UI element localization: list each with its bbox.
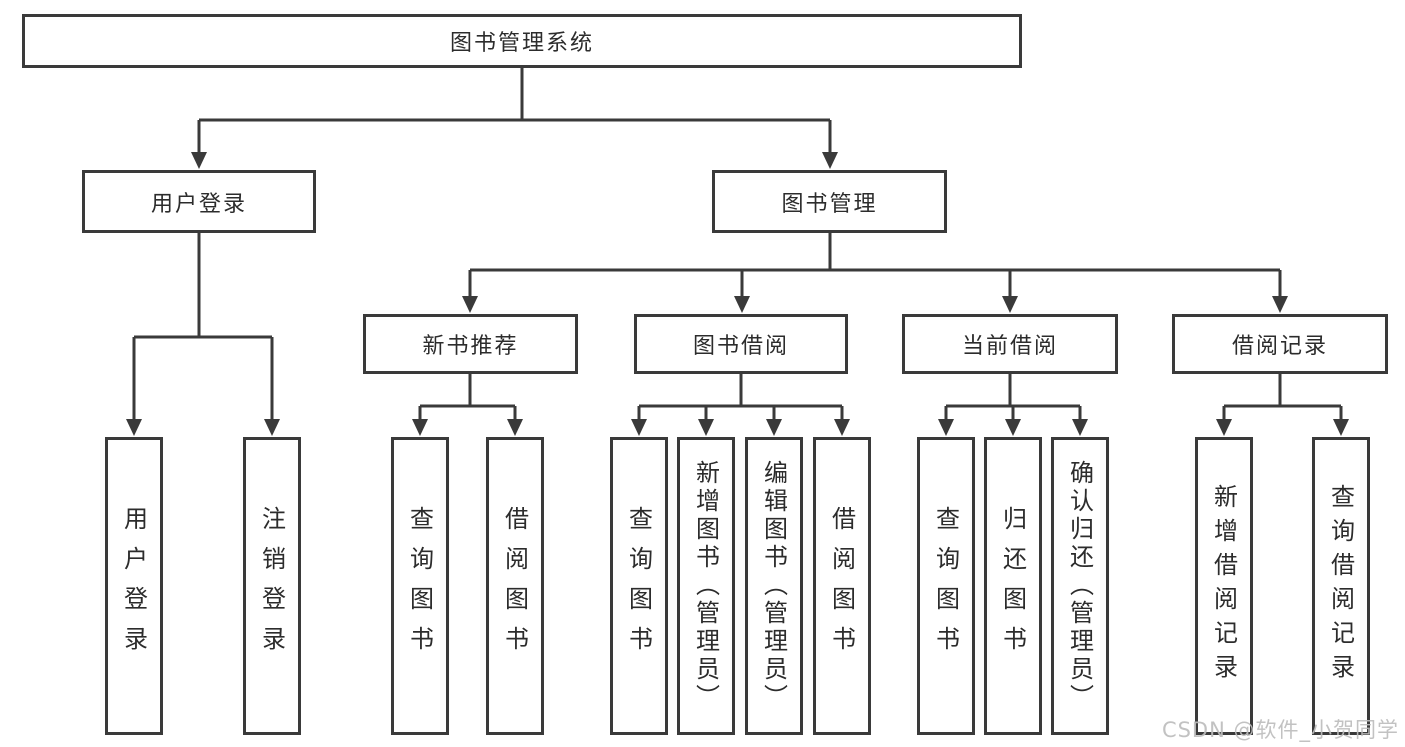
leaf-borrow-query: 查询图书	[610, 437, 668, 735]
leaf-label: 归还图书	[998, 506, 1027, 666]
leaf-borrow-edit-admin: 编辑图书（管理员）	[745, 437, 803, 735]
node-book-management: 图书管理	[712, 170, 947, 233]
leaf-label: 新增借阅记录	[1209, 484, 1238, 688]
node-current-borrow: 当前借阅	[902, 314, 1118, 374]
leaf-borrow-book: 借阅图书	[813, 437, 871, 735]
node-user-login: 用户登录	[82, 170, 316, 233]
node-label: 图书管理系统	[449, 31, 594, 56]
node-label: 借阅记录	[1231, 334, 1328, 359]
leaf-new-books-borrow: 借阅图书	[486, 437, 544, 735]
node-book-borrow: 图书借阅	[634, 314, 848, 374]
leaf-logout: 注销登录	[243, 437, 301, 735]
node-label: 用户登录	[150, 191, 247, 217]
leaf-label: 用户登录	[119, 506, 148, 666]
node-label: 新书推荐	[422, 334, 519, 359]
leaf-label: 注销登录	[257, 506, 286, 666]
node-root: 图书管理系统	[22, 14, 1022, 68]
leaf-current-query: 查询图书	[917, 437, 975, 735]
leaf-current-confirm-admin: 确认归还（管理员）	[1051, 437, 1109, 735]
watermark: CSDN @软件_小贺同学	[1161, 718, 1399, 742]
node-label: 当前借阅	[961, 334, 1058, 359]
arrowheads	[126, 152, 1349, 436]
leaf-label: 查询图书	[405, 506, 434, 666]
leaf-records-query: 查询借阅记录	[1312, 437, 1370, 735]
leaf-label: 确认归还（管理员）	[1065, 460, 1094, 712]
node-label: 图书管理	[781, 191, 878, 217]
leaf-label: 查询图书	[624, 506, 653, 666]
leaf-label: 借阅图书	[500, 506, 529, 666]
leaf-label: 查询借阅记录	[1326, 484, 1355, 688]
leaf-new-books-query: 查询图书	[391, 437, 449, 735]
node-borrow-records: 借阅记录	[1172, 314, 1388, 374]
leaf-label: 编辑图书（管理员）	[759, 460, 788, 712]
leaf-borrow-add-admin: 新增图书（管理员）	[677, 437, 735, 735]
leaf-label: 借阅图书	[827, 506, 856, 666]
leaf-current-return: 归还图书	[984, 437, 1042, 735]
node-new-book-recommend: 新书推荐	[363, 314, 578, 374]
node-label: 图书借阅	[692, 334, 789, 359]
leaf-label: 新增图书（管理员）	[691, 460, 720, 712]
leaf-label: 查询图书	[931, 506, 960, 666]
leaf-user-login: 用户登录	[105, 437, 163, 735]
leaf-records-add: 新增借阅记录	[1195, 437, 1253, 735]
